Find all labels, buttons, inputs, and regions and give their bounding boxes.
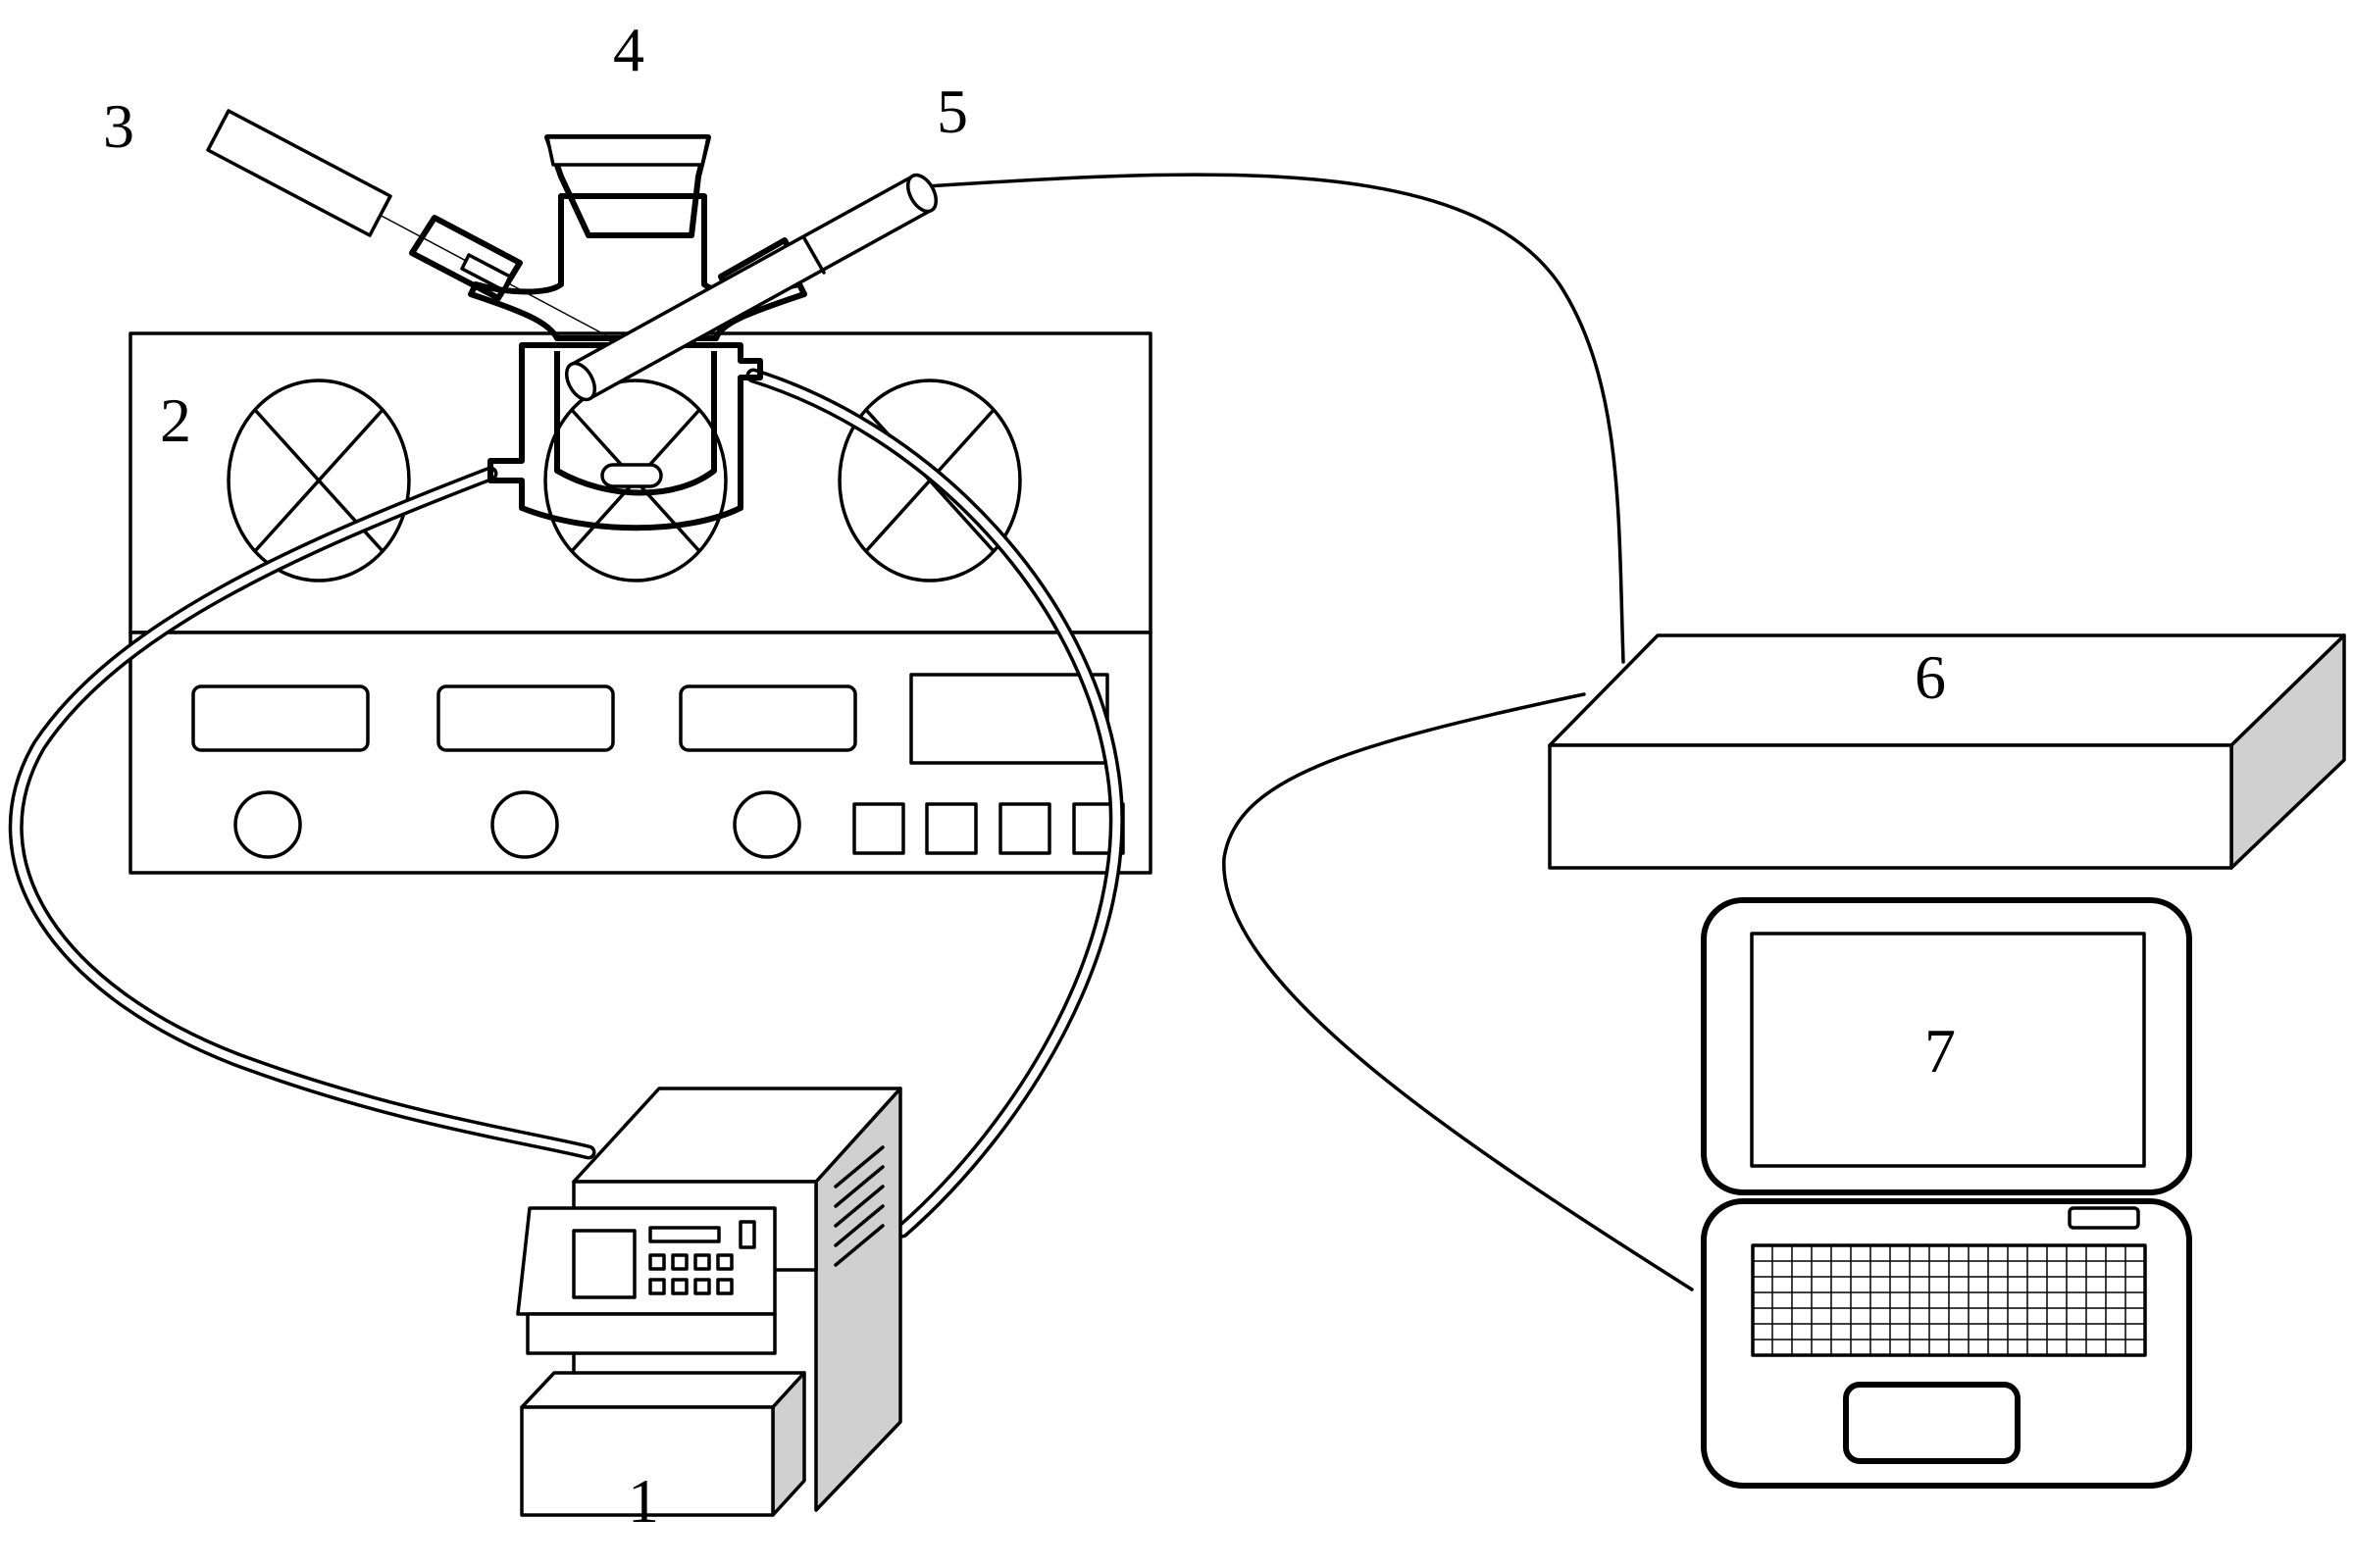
display-1 (191, 684, 370, 752)
display-3 (679, 684, 857, 752)
knob-2 (490, 790, 559, 859)
button-3 (998, 802, 1051, 855)
display-2 (436, 684, 615, 752)
knob-1 (233, 790, 302, 859)
laptop-base (1701, 1198, 2192, 1489)
label-2: 2 (160, 385, 191, 455)
pump-readout (648, 1226, 721, 1243)
light-probe (206, 109, 607, 336)
reactor-jacket (487, 342, 763, 531)
circulation-hoses (8, 368, 1124, 1239)
pump-vents (834, 1145, 885, 1267)
button-2 (925, 802, 978, 855)
pump-control-panel (516, 1206, 777, 1316)
laptop-screen (1750, 932, 2146, 1168)
measurement-instrument (1548, 633, 2346, 870)
laptop-power-button (2068, 1206, 2140, 1230)
magnetic-stirrer (128, 331, 1152, 875)
reactor (468, 134, 807, 531)
pump-lower-top (520, 1371, 806, 1409)
label-1: 1 (628, 1466, 659, 1536)
laptop-touchpad (1843, 1382, 2021, 1464)
pump-keypad (648, 1253, 734, 1295)
sensor-probe (564, 173, 939, 402)
light-probe-port (409, 215, 523, 301)
light-probe-body (206, 109, 392, 237)
pump-base (520, 1405, 775, 1517)
instrument-front (1548, 743, 2233, 870)
laptop-keyboard (1751, 1243, 2147, 1357)
laptop-lid (1701, 897, 2192, 1195)
label-3: 3 (103, 91, 134, 161)
label-7: 7 (1924, 1016, 1956, 1086)
pump-screen (572, 1229, 637, 1299)
laptop-cable (1222, 692, 1694, 1291)
circulating-pump (516, 1087, 902, 1517)
label-5: 5 (937, 76, 968, 146)
button-1 (852, 802, 905, 855)
laptop-computer (1701, 897, 2192, 1489)
reactor-vessel (554, 351, 717, 496)
display-4 (909, 673, 1109, 765)
knob-3 (733, 790, 801, 859)
sensor-cable (925, 173, 1625, 664)
label-4: 4 (613, 15, 644, 84)
label-6: 6 (1915, 642, 1946, 712)
instrument-top (1548, 633, 2346, 747)
stir-bar (600, 463, 663, 488)
